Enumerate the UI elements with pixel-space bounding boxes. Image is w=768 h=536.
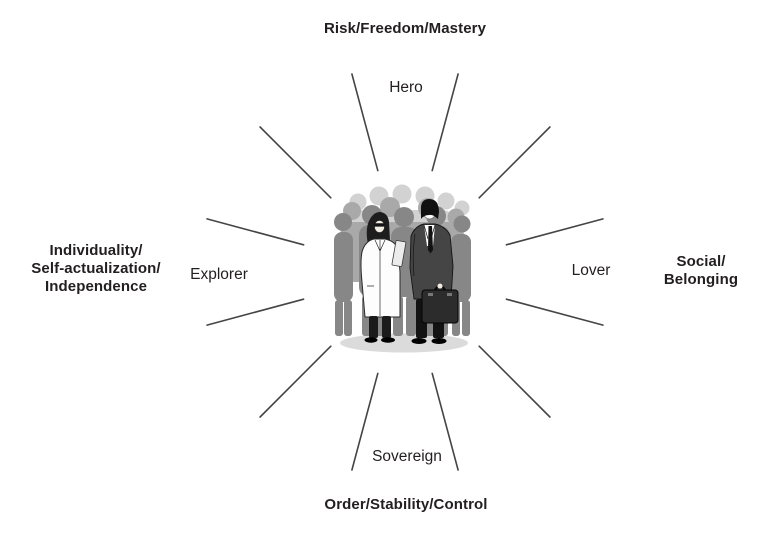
- ray-line: [478, 126, 551, 199]
- ground-shadow: [340, 333, 468, 353]
- label-line: Social/: [676, 253, 726, 270]
- businessman-shoe: [411, 338, 427, 344]
- ray-line: [505, 298, 604, 326]
- ray-line: [478, 345, 551, 418]
- ray-line: [505, 218, 604, 246]
- ray-line: [431, 73, 459, 172]
- archetype-label-explorer: Explorer: [190, 266, 248, 283]
- ray-line: [206, 218, 305, 246]
- ray-line: [259, 126, 332, 199]
- lab-coat-seams: [367, 239, 386, 316]
- tie: [428, 226, 433, 254]
- ray-line: [259, 345, 332, 418]
- businessman-hand: [436, 282, 444, 290]
- suit-lapels: [412, 224, 436, 277]
- dimension-label-left: Individuality/ Self-actualization/ Indep…: [16, 242, 176, 296]
- businessman-hair: [420, 199, 439, 219]
- ray-line: [351, 372, 379, 471]
- scientist-leg: [369, 316, 378, 338]
- archetype-label-sovereign: Sovereign: [372, 448, 442, 465]
- briefcase-clasp: [428, 293, 433, 296]
- suit-jacket: [409, 223, 454, 300]
- label-line: Belonging: [663, 271, 739, 288]
- label-line: Individuality/: [49, 242, 143, 259]
- businessman-figure: [409, 199, 459, 344]
- ray-line: [351, 73, 379, 172]
- label-line: Self-actualization/: [31, 260, 161, 277]
- businessman-shoe: [431, 338, 447, 344]
- scientist-leg: [382, 316, 391, 338]
- scientist-shoe: [381, 337, 395, 343]
- center-crowd-illustration: [334, 184, 471, 353]
- label-line: Independence: [44, 278, 148, 295]
- archetype-label-hero: Hero: [389, 79, 423, 96]
- dimension-label-top: Risk/Freedom/Mastery: [323, 20, 487, 37]
- dimension-label-right: Social/ Belonging: [621, 253, 768, 289]
- scientist-figure: [360, 212, 407, 343]
- scientist-shoe: [364, 337, 378, 343]
- ray-line: [206, 298, 305, 326]
- briefcase: [421, 289, 459, 324]
- scientist-glasses: [373, 223, 386, 227]
- dimension-label-bottom: Order/Stability/Control: [324, 496, 488, 513]
- ray-line: [431, 372, 459, 471]
- papers: [391, 240, 407, 267]
- briefcase-clasp: [447, 293, 452, 296]
- archetype-label-lover: Lover: [571, 262, 611, 279]
